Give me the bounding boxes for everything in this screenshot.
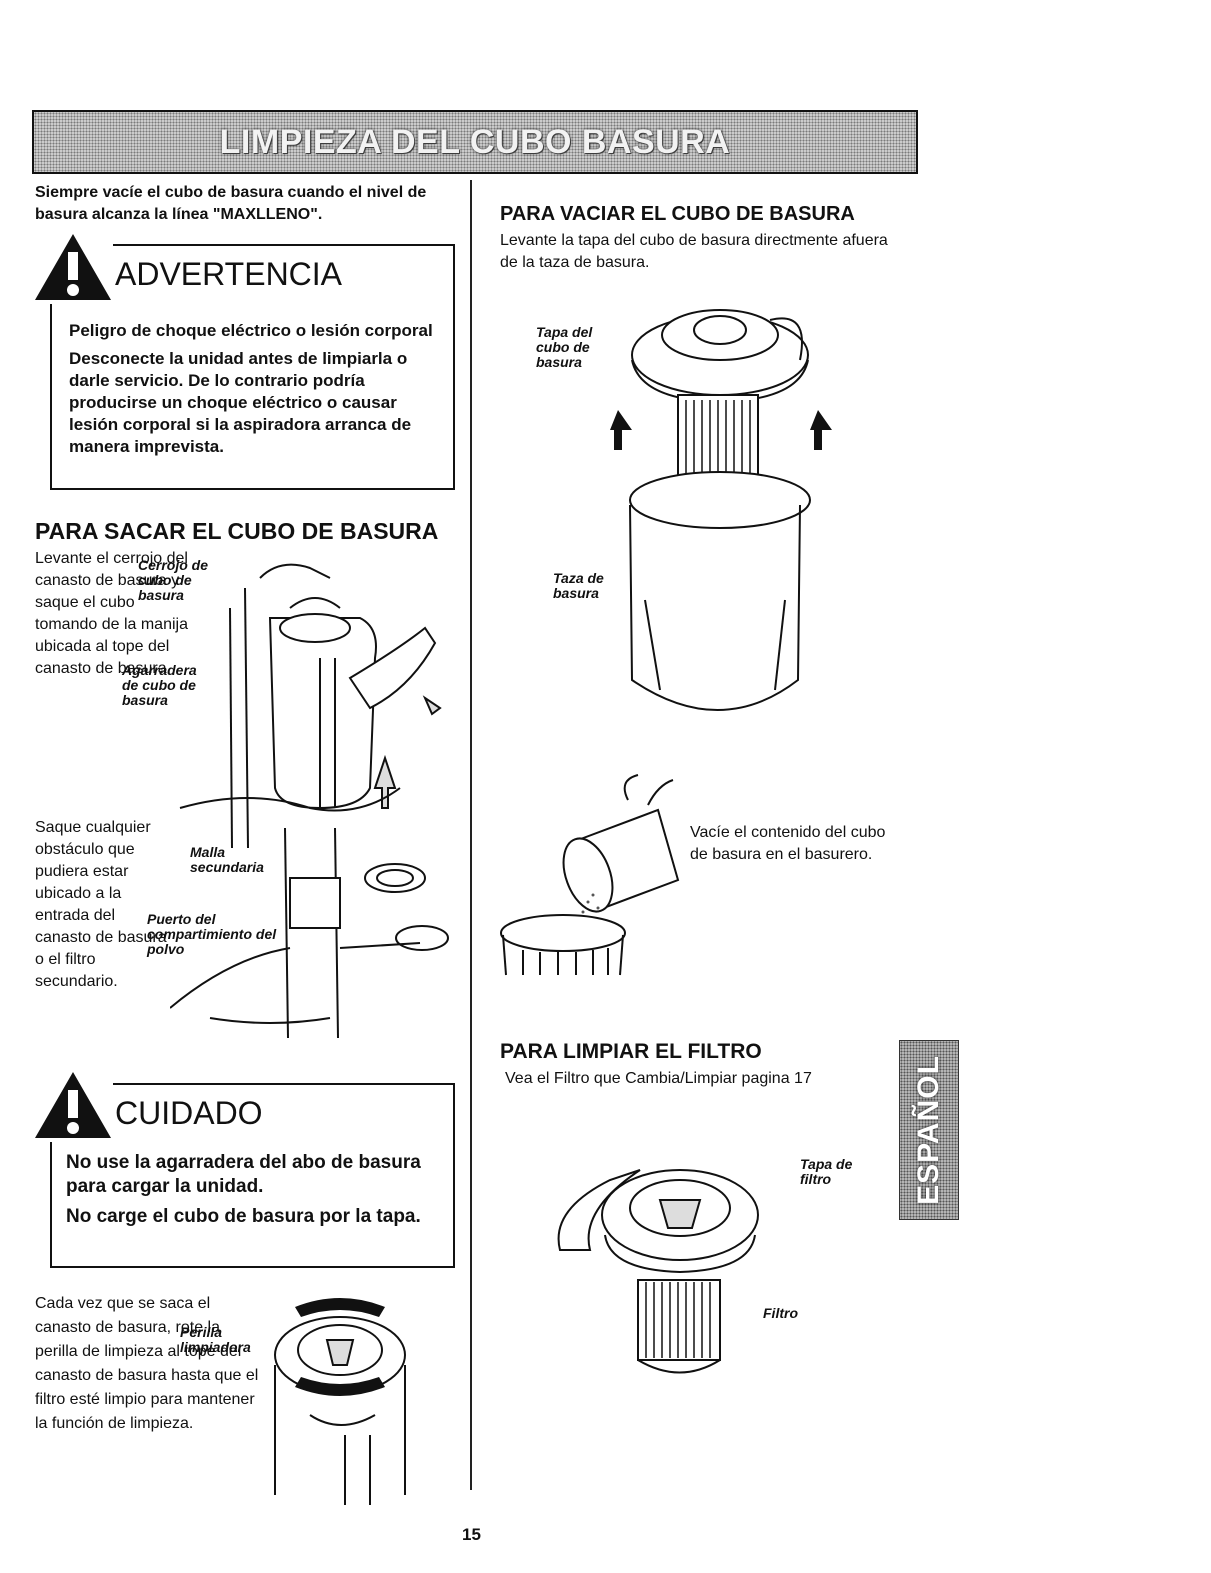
- label-tapa-cubo: Tapa del cubo de basura: [536, 324, 593, 370]
- filtro-text: Vea el Filtro que Cambia/Limpiar pagina …: [505, 1070, 812, 1087]
- intro-text: Siempre vacíe el cubo de basura cuando e…: [35, 184, 427, 223]
- caution-line-2: No carge el cubo de basura por la tapa.: [66, 1206, 421, 1227]
- label-cerrojo: Cerrojo de cubo de basura: [138, 557, 209, 603]
- page-banner: LIMPIEZA DEL CUBO BASURA: [32, 110, 918, 174]
- sacar-text-1: Levante el cerrojo del canasto de basura…: [35, 550, 188, 677]
- label-agarradera: Agarradera de cubo de basura: [122, 662, 197, 708]
- warning-box: ADVERTENCIA Peligro de choque eléctrico …: [50, 244, 455, 490]
- warning-title: ADVERTENCIA: [115, 256, 343, 292]
- vacuum-illustration: [170, 563, 449, 1038]
- filter-illustration: [557, 1169, 759, 1374]
- language-tab: ESPAÑOL: [899, 1040, 959, 1220]
- caution-box: CUIDADO No use la agarradera del abo de …: [50, 1083, 455, 1268]
- label-taza: Taza de basura: [553, 570, 604, 601]
- dirt-cup-illustration: [610, 309, 832, 711]
- label-puerto: Puerto del compartimiento del polvo: [147, 911, 277, 957]
- warning-line-2: Desconecte la unidad antes de limpiarla …: [69, 349, 412, 456]
- caution-triangle-icon: [33, 1068, 113, 1142]
- section-heading-sacar: PARA SACAR EL CUBO DE BASURA: [35, 518, 439, 544]
- column-divider: [470, 180, 472, 1490]
- perilla-text: Cada vez que se saca el canasto de basur…: [35, 1295, 259, 1432]
- page-title: LIMPIEZA DEL CUBO BASURA: [219, 122, 731, 161]
- warning-line-1: Peligro de choque eléctrico o lesión cor…: [69, 321, 433, 340]
- cleaning-knob-illustration: [274, 1298, 406, 1505]
- caution-line-1: No use la agarradera del abo de basura p…: [66, 1152, 421, 1197]
- emptying-illustration: [500, 774, 680, 976]
- label-perilla: Perilla limpiadora: [180, 1324, 251, 1355]
- vaciar-text-2: Vacíe el contenido del cubo de basura en…: [690, 824, 886, 863]
- sacar-text-2: Saque cualquier obstáculo que pudiera es…: [35, 819, 167, 990]
- page-number: 15: [462, 1525, 481, 1544]
- language-tab-label: ESPAÑOL: [912, 1055, 945, 1205]
- section-heading-vaciar: PARA VACIAR EL CUBO DE BASURA: [500, 203, 855, 225]
- label-filtro: Filtro: [763, 1305, 798, 1321]
- section-heading-filtro: PARA LIMPIAR EL FILTRO: [500, 1040, 762, 1063]
- label-tapa-filtro: Tapa de filtro: [800, 1156, 853, 1187]
- vaciar-text: Levante la tapa del cubo de basura direc…: [500, 232, 888, 271]
- caution-title: CUIDADO: [115, 1095, 263, 1131]
- label-malla: Malla secundaria: [190, 844, 264, 875]
- warning-triangle-icon: [33, 230, 113, 304]
